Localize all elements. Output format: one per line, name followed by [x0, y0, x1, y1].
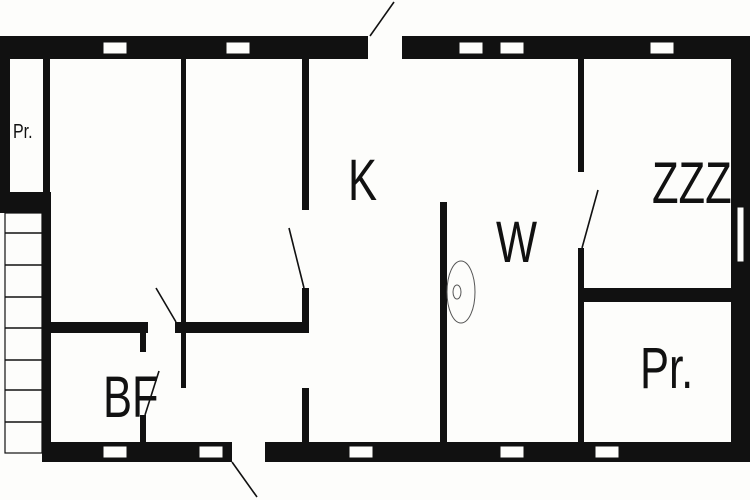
- room-divider-wall: [181, 59, 186, 388]
- bottom-wall-left: [42, 442, 232, 462]
- hall-wall-right: [175, 322, 309, 333]
- bf-wall-lower: [140, 415, 146, 442]
- room-door-swing: [288, 227, 305, 289]
- room-door-swing: [155, 287, 177, 323]
- hall-wall-left: [50, 322, 148, 333]
- label-kitchen: K: [348, 148, 377, 212]
- window: [649, 41, 675, 55]
- window: [458, 41, 484, 55]
- bedroom-door-swing: [581, 189, 599, 249]
- left-wall: [0, 36, 10, 213]
- top-wall-left: [0, 36, 368, 59]
- label-pantry-right: Pr.: [640, 336, 693, 400]
- walls: [0, 36, 750, 462]
- pantry-wall: [43, 36, 50, 213]
- label-bedroom: ZZZ: [652, 151, 732, 215]
- label-bathroom: W: [496, 210, 538, 274]
- kitchen-wall-mid: [302, 288, 309, 333]
- window: [499, 41, 525, 55]
- bedroom-wall-lower: [578, 248, 584, 442]
- toilet-icon: [446, 260, 476, 324]
- door-swings: [144, 1, 599, 498]
- bf-door-swing: [144, 370, 160, 416]
- windows: [102, 41, 745, 459]
- room-labels: Pr. K W ZZZ Pr. BF: [13, 120, 732, 429]
- window: [348, 445, 374, 459]
- label-pantry-left: Pr.: [13, 120, 33, 142]
- top-wall-right: [402, 36, 750, 59]
- bottom-door-swing: [231, 461, 258, 498]
- window: [499, 445, 525, 459]
- stair-outline: [4, 212, 43, 454]
- label-boiler: BF: [103, 365, 159, 429]
- kitchen-wall-upper: [302, 59, 309, 210]
- window: [102, 445, 128, 459]
- pantry-bottom-wall: [0, 192, 51, 213]
- window: [594, 445, 620, 459]
- pantry-right-wall: [578, 288, 731, 302]
- window: [225, 41, 251, 55]
- bf-wall-upper: [140, 330, 146, 352]
- stairs: [4, 212, 43, 454]
- window: [736, 206, 745, 263]
- bathroom-wall: [440, 202, 447, 442]
- entrance-door-swing: [369, 1, 395, 37]
- stair-side-wall: [42, 192, 51, 462]
- bedroom-wall-upper: [578, 59, 584, 172]
- window: [198, 445, 224, 459]
- window: [102, 41, 128, 55]
- kitchen-wall-lower: [302, 388, 309, 442]
